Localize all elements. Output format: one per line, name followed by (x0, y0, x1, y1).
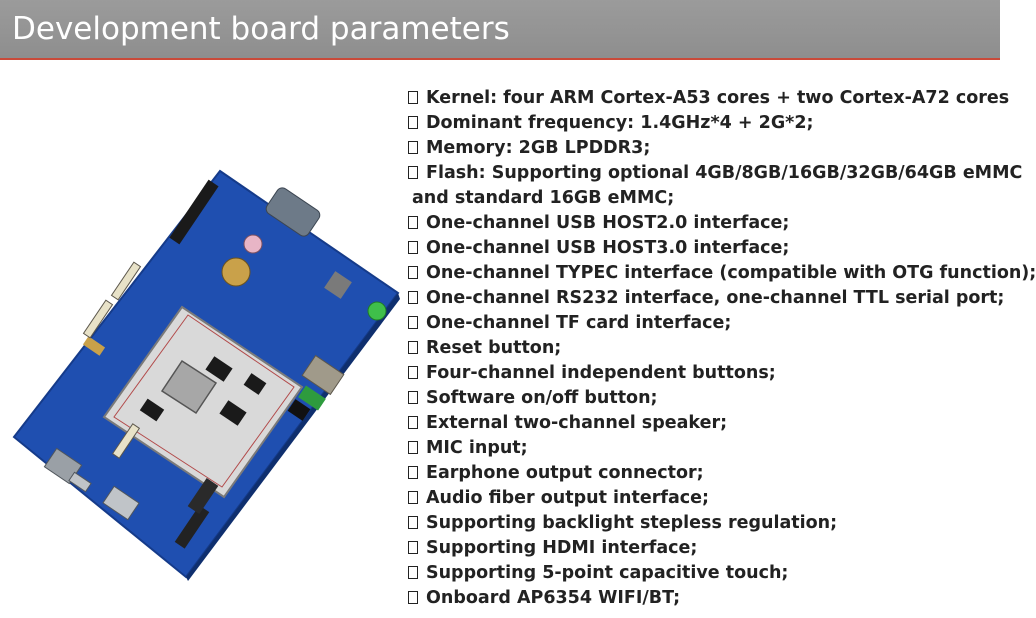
param-onoff: Software on/off button; (408, 386, 1000, 411)
title-bar: Development board parameters (0, 0, 1000, 60)
param-buttons: Four-channel independent buttons; (408, 361, 1000, 386)
m2-slot (187, 477, 219, 515)
checkbox-bullet-icon (408, 416, 418, 429)
checkbox-bullet-icon (408, 116, 418, 129)
ethernet-port (301, 354, 345, 396)
param-frequency: Dominant frequency: 1.4GHz*4 + 2G*2; (408, 111, 1000, 136)
parameter-list: Kernel: four ARM Cortex-A53 cores + two … (408, 86, 1036, 611)
checkbox-bullet-icon (408, 316, 418, 329)
checkbox-bullet-icon (408, 266, 418, 279)
memory-chip-2 (219, 400, 247, 426)
checkbox-bullet-icon (408, 341, 418, 354)
audio-jack (287, 399, 311, 421)
param-audio-fiber: Audio fiber output interface; (408, 486, 1000, 511)
checkbox-bullet-icon (408, 541, 418, 554)
coin-battery (221, 257, 251, 287)
pin-header (174, 505, 210, 549)
side-connectors (169, 179, 219, 245)
vga-connector (265, 187, 321, 237)
ffc-connector-3 (111, 423, 141, 459)
checkbox-bullet-icon (408, 591, 418, 604)
checkbox-bullet-icon (408, 391, 418, 404)
param-reset: Reset button; (408, 336, 1000, 361)
checkbox-bullet-icon (408, 566, 418, 579)
checkbox-bullet-icon (408, 366, 418, 379)
hdmi-port (82, 336, 106, 356)
checkbox-bullet-icon (408, 466, 418, 479)
checkbox-bullet-icon (408, 141, 418, 154)
checkbox-bullet-icon (408, 216, 418, 229)
param-backlight: Supporting backlight stepless regulation… (408, 511, 1000, 536)
param-usb-host3: One-channel USB HOST3.0 interface; (408, 236, 1000, 261)
param-typec: One-channel TYPEC interface (compatible … (408, 261, 1036, 286)
memory-chip-1 (205, 356, 233, 382)
param-speaker: External two-channel speaker; (408, 411, 1000, 436)
emmc-chip (243, 373, 267, 395)
param-memory: Memory: 2GB LPDDR3; (408, 136, 1000, 161)
checkbox-bullet-icon (408, 166, 418, 179)
param-touch: Supporting 5-point capacitive touch; (408, 561, 1000, 586)
checkbox-bullet-icon (408, 516, 418, 529)
aux-chip (324, 271, 352, 299)
param-earphone: Earphone output connector; (408, 461, 1000, 486)
param-wifi-bt: Onboard AP6354 WIFI/BT; (408, 586, 1000, 611)
checkbox-bullet-icon (408, 291, 418, 304)
checkbox-bullet-icon (408, 241, 418, 254)
param-flash: Flash: Supporting optional 4GB/8GB/16GB/… (408, 161, 1022, 186)
param-tf-card: One-channel TF card interface; (408, 311, 1000, 336)
ffc-connector-2 (82, 299, 114, 339)
param-rs232: One-channel RS232 interface, one-channel… (408, 286, 1004, 311)
usb-typec-port (68, 471, 92, 493)
buzzer (243, 234, 263, 254)
soc-chip (160, 359, 218, 415)
terminal-block (298, 385, 326, 411)
param-flash-continued: and standard 16GB eMMC; (412, 188, 675, 208)
checkbox-bullet-icon (408, 91, 418, 104)
param-usb-host2: One-channel USB HOST2.0 interface; (408, 211, 1000, 236)
checkbox-bullet-icon (408, 441, 418, 454)
page-title: Development board parameters (12, 11, 510, 47)
memory-chip-3 (139, 398, 165, 422)
sd-card-slot (102, 485, 140, 521)
param-kernel: Kernel: four ARM Cortex-A53 cores + two … (408, 86, 1009, 111)
development-board-photo (12, 169, 400, 581)
core-module-border (113, 314, 295, 488)
ffc-connector-1 (110, 261, 142, 301)
param-hdmi: Supporting HDMI interface; (408, 536, 1000, 561)
green-button (367, 301, 387, 321)
checkbox-bullet-icon (408, 491, 418, 504)
param-mic: MIC input; (408, 436, 1000, 461)
pcb-shadow-edge (186, 293, 400, 581)
